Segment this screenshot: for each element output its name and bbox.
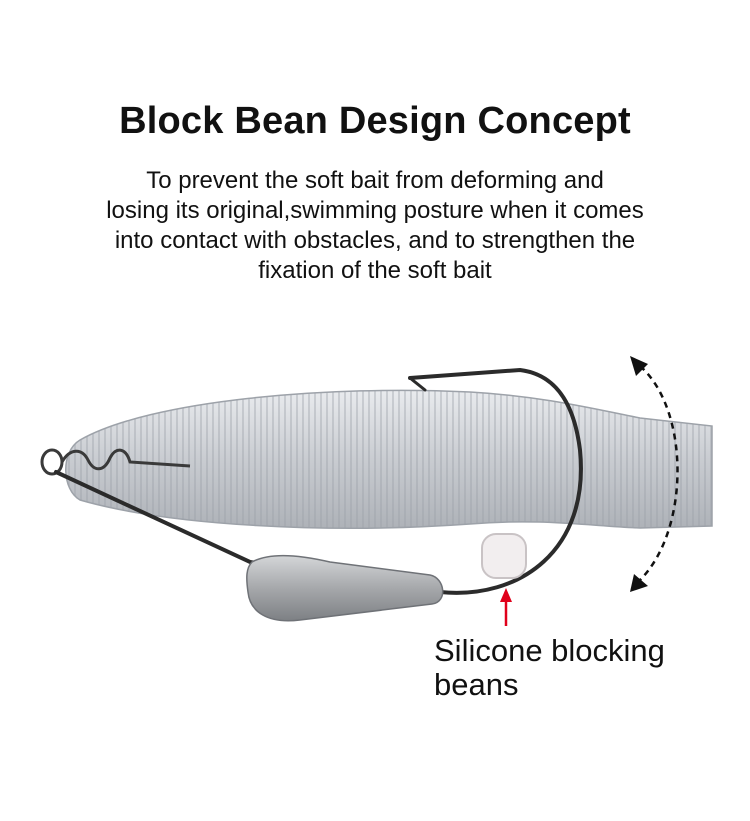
soft-bait [65,389,713,529]
screw-spring [40,448,191,476]
callout-line: beans [434,667,519,702]
callout-label: Silicone blocking beans [434,634,734,702]
lure-illustration [40,356,713,626]
pointer-arrow [500,588,512,626]
hook [54,367,583,595]
callout-line: Silicone blocking [434,633,665,668]
lead-weight [246,554,444,622]
silicone-bean [481,533,527,579]
description: To prevent the soft bait from deforming … [40,166,710,286]
description-line: into contact with obstacles, and to stre… [114,227,636,254]
page-title: Block Bean Design Concept [119,100,631,142]
motion-arrow-icon [630,356,679,592]
description-line: To prevent the soft bait from deforming … [146,167,604,194]
description-line: fixation of the soft bait [258,257,492,284]
description-line: losing its original,swimming posture whe… [106,197,644,224]
